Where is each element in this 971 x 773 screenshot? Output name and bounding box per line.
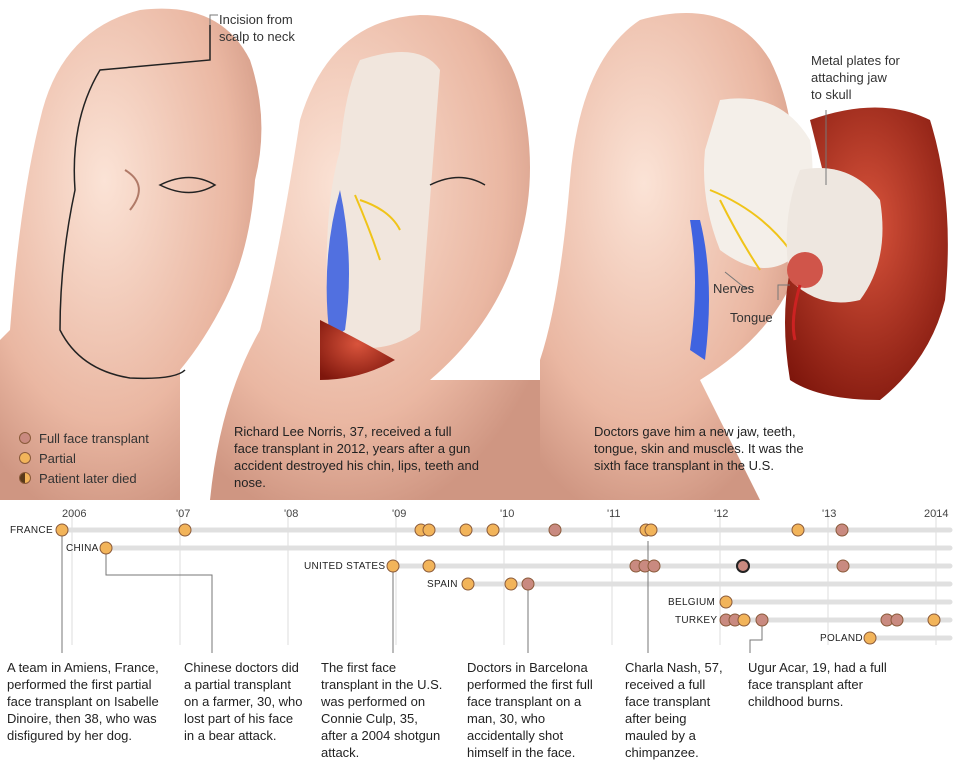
country-label-belgium: BELGIUM [668,597,716,608]
year-label: '10 [500,508,515,520]
caption-usa: The first face transplant in the U.S. wa… [321,660,443,760]
country-label-turkey: TURKEY [675,615,718,626]
year-label: '11 [607,508,621,520]
head-1-incision [0,8,262,500]
legend-partial: Partial [19,448,149,468]
legend-full: Full face transplant [19,428,149,448]
incision-label: Incision from scalp to neck [219,12,295,44]
timeline [55,510,953,653]
caption-spain: Doctors in Barcelona performed the first… [467,660,593,760]
head-2-exposed [210,15,540,500]
country-label-china: CHINA [66,543,99,554]
legend: Full face transplant Partial Patient lat… [19,428,149,488]
country-label-usa: UNITED STATES [304,561,386,572]
year-label: 2014 [924,508,949,520]
country-label-france: FRANCE [10,525,53,536]
year-label: '07 [176,508,191,520]
year-label: '13 [822,508,837,520]
country-label-poland: POLAND [820,633,863,644]
norris-description: Richard Lee Norris, 37, received a full … [234,424,479,490]
year-label: 2006 [62,508,87,520]
nerves-label: Nerves [713,281,755,296]
doctors-description: Doctors gave him a new jaw, teeth, tongu… [594,424,804,473]
face-transplant-illustration [0,8,948,501]
metal-plates-label: Metal plates for attaching jaw to skull [811,53,900,102]
year-label: '09 [392,508,407,520]
caption-nash: Charla Nash, 57, received a full face tr… [625,660,723,760]
country-label-spain: SPAIN [427,579,458,590]
tongue-label: Tongue [730,310,773,325]
year-label: '08 [284,508,299,520]
legend-died: Patient later died [19,468,149,488]
year-label: '12 [714,508,729,520]
caption-france: A team in Amiens, France, performed the … [7,660,159,743]
caption-turkey: Ugur Acar, 19, had a full face transplan… [748,660,887,709]
caption-china: Chinese doctors did a partial transplant… [184,660,303,743]
